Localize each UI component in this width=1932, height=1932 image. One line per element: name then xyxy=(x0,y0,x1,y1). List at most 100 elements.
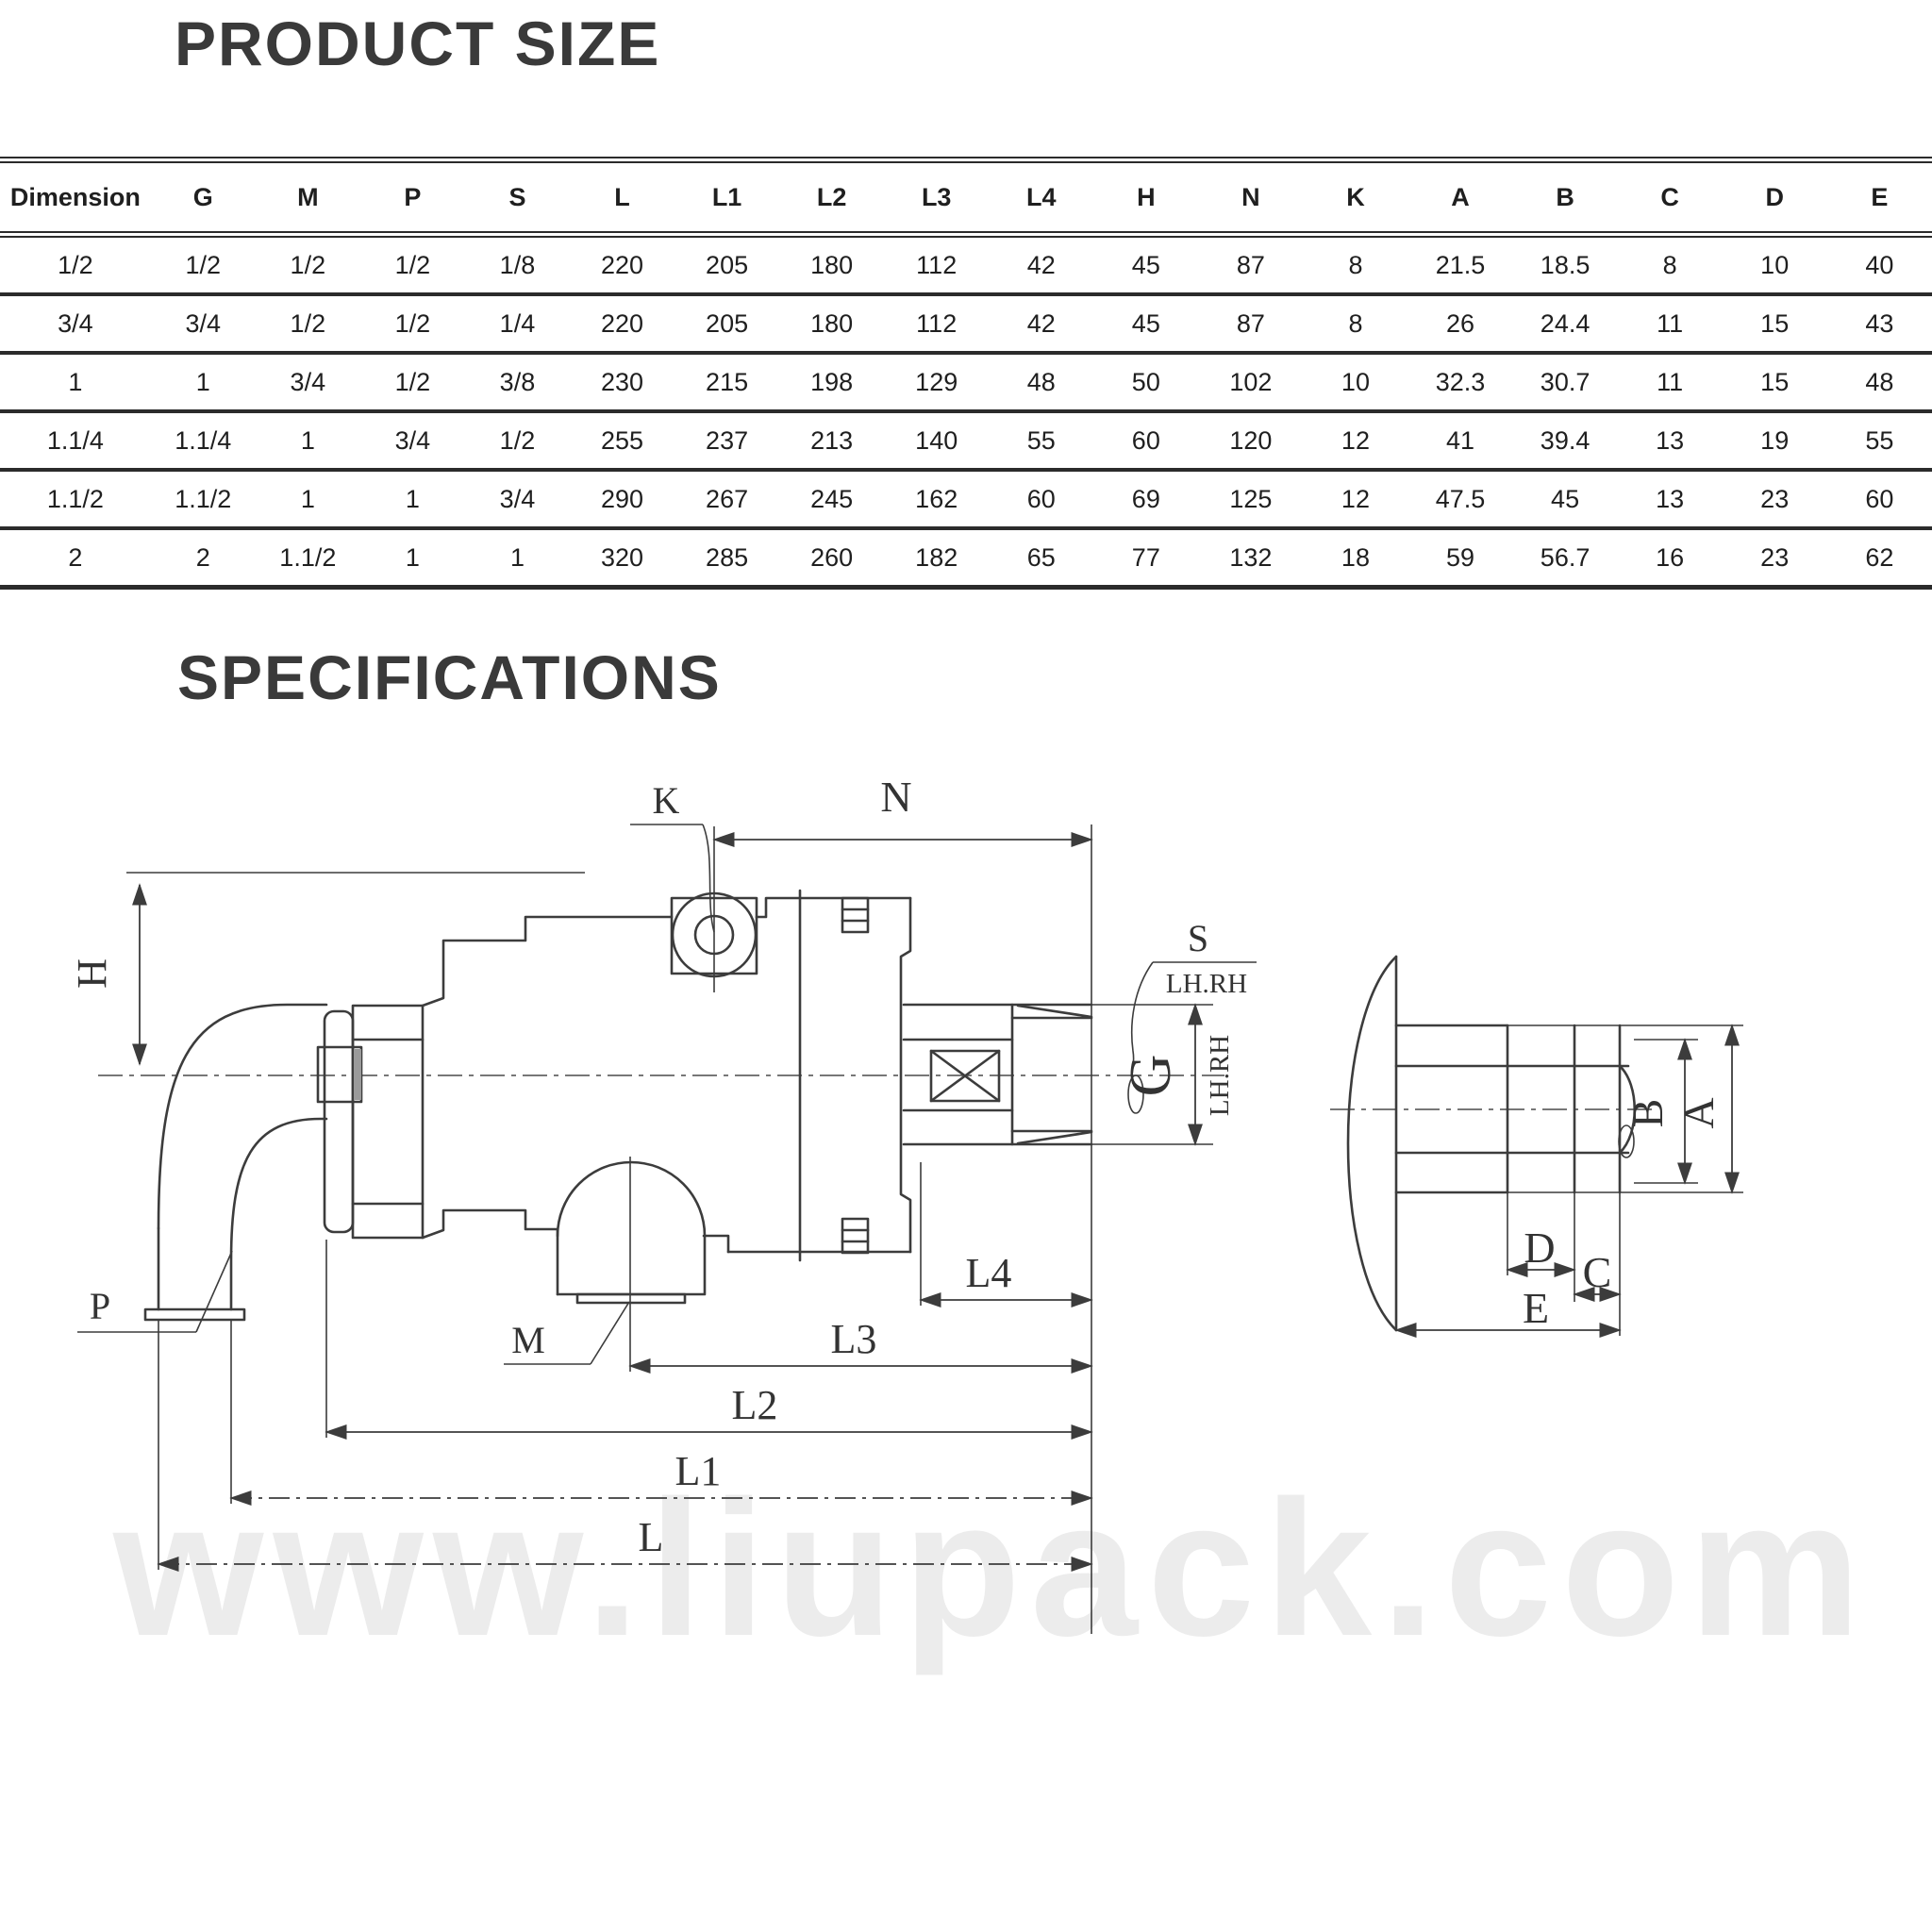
label-leaders xyxy=(77,824,1257,1365)
table-cell: 40 xyxy=(1865,250,1894,279)
table-cell: 18 xyxy=(1341,542,1370,572)
table-cell: 62 xyxy=(1865,542,1894,572)
table-cell: 60 xyxy=(1865,484,1894,513)
table-cell: 129 xyxy=(915,367,958,396)
table-header-cell: L xyxy=(614,182,630,211)
product-size-title: PRODUCT SIZE xyxy=(175,8,661,78)
table-cell: 11 xyxy=(1657,308,1684,338)
table-cell: 2 xyxy=(195,542,210,572)
table-cell: 3/4 xyxy=(58,308,93,338)
table-cell: 1 xyxy=(300,484,315,513)
label-g-thread: LH.RH xyxy=(1205,1035,1235,1116)
dimension-labels: K N H S LH.RH G LH.RH P M L4 L3 L2 L1 L … xyxy=(69,773,1723,1560)
specifications-title: SPECIFICATIONS xyxy=(177,642,722,712)
centerlines xyxy=(98,826,1653,1372)
side-view-outline xyxy=(1346,955,1743,1336)
table-header-cell: L2 xyxy=(816,182,847,211)
table-cell: 23 xyxy=(1760,542,1790,572)
table-cell: 237 xyxy=(706,425,749,455)
table-cell: 1/2 xyxy=(499,425,536,455)
table-cell: 1 xyxy=(195,367,210,396)
table-cell: 320 xyxy=(600,542,644,572)
table-cell: 55 xyxy=(1865,425,1894,455)
table-cell: 255 xyxy=(600,425,644,455)
table-header-cell: G xyxy=(192,182,213,211)
table-cell: 1 xyxy=(405,542,420,572)
table-cell: 180 xyxy=(810,308,854,338)
table-header-cell: B xyxy=(1556,182,1574,211)
table-cell: 205 xyxy=(706,250,749,279)
table-cell: 1/2 xyxy=(290,250,326,279)
hoisting-ring xyxy=(671,891,758,978)
table-cell: 267 xyxy=(706,484,749,513)
table-cell: 26 xyxy=(1445,308,1475,338)
table-cell: 60 xyxy=(1131,425,1160,455)
label-l1: L1 xyxy=(675,1448,722,1494)
label-c: C xyxy=(1583,1248,1612,1296)
dimension-lines xyxy=(126,824,1740,1634)
table-cell: 47.5 xyxy=(1435,484,1486,513)
table-cell: 48 xyxy=(1865,367,1894,396)
table-header-cell: M xyxy=(297,182,319,211)
table-cell: 32.3 xyxy=(1435,367,1486,396)
table-cell: 30.7 xyxy=(1540,367,1591,396)
table-cell: 8 xyxy=(1662,250,1677,279)
table-header-cell: S xyxy=(508,182,526,211)
table-cell: 140 xyxy=(915,425,958,455)
table-cell: 1/2 xyxy=(394,308,431,338)
table-cell: 2 xyxy=(68,542,83,572)
table-cell: 8 xyxy=(1348,250,1363,279)
table-cell: 213 xyxy=(810,425,854,455)
table-cell: 56.7 xyxy=(1540,542,1591,572)
table-header-cell: L1 xyxy=(711,182,742,211)
label-s: S xyxy=(1188,917,1208,959)
label-l2: L2 xyxy=(732,1382,778,1428)
table-cell: 12 xyxy=(1341,484,1370,513)
label-d: D xyxy=(1524,1224,1555,1272)
table-cell: 69 xyxy=(1131,484,1160,513)
table-header-cell: C xyxy=(1660,182,1679,211)
table-cell: 13 xyxy=(1656,425,1685,455)
table-cell: 12 xyxy=(1341,425,1370,455)
table-cell: 87 xyxy=(1236,250,1265,279)
label-e: E xyxy=(1523,1284,1549,1332)
table-cell: 50 xyxy=(1131,367,1160,396)
label-m: M xyxy=(511,1319,545,1361)
table-cell: 19 xyxy=(1760,425,1790,455)
table-cell: 245 xyxy=(810,484,854,513)
table-header-cell: A xyxy=(1451,182,1470,211)
table-cell: 180 xyxy=(810,250,854,279)
label-n: N xyxy=(880,773,911,821)
table-cell: 45 xyxy=(1551,484,1580,513)
table-cell: 10 xyxy=(1341,367,1370,396)
table-cell: 13 xyxy=(1656,484,1685,513)
table-cell: 1.1/2 xyxy=(175,484,232,513)
table-cell: 1 xyxy=(509,542,525,572)
table-cell: 3/4 xyxy=(499,484,536,513)
table-header-cell: P xyxy=(404,182,422,211)
table-cell: 3/4 xyxy=(185,308,222,338)
table-cell: 1.1/2 xyxy=(279,542,337,572)
table-header-cell: D xyxy=(1765,182,1784,211)
table-cell: 15 xyxy=(1760,308,1790,338)
table-cell: 48 xyxy=(1026,367,1056,396)
table-cell: 87 xyxy=(1236,308,1265,338)
label-l4: L4 xyxy=(966,1250,1012,1296)
table-cell: 8 xyxy=(1348,308,1363,338)
table-cell: 112 xyxy=(916,308,958,338)
table-cell: 77 xyxy=(1131,542,1160,572)
table-cell: 1.1/2 xyxy=(46,484,104,513)
table-cell: 102 xyxy=(1229,367,1273,396)
table-cell: 1/2 xyxy=(185,250,222,279)
table-cell: 45 xyxy=(1131,308,1160,338)
front-view-outline xyxy=(143,889,1213,1322)
